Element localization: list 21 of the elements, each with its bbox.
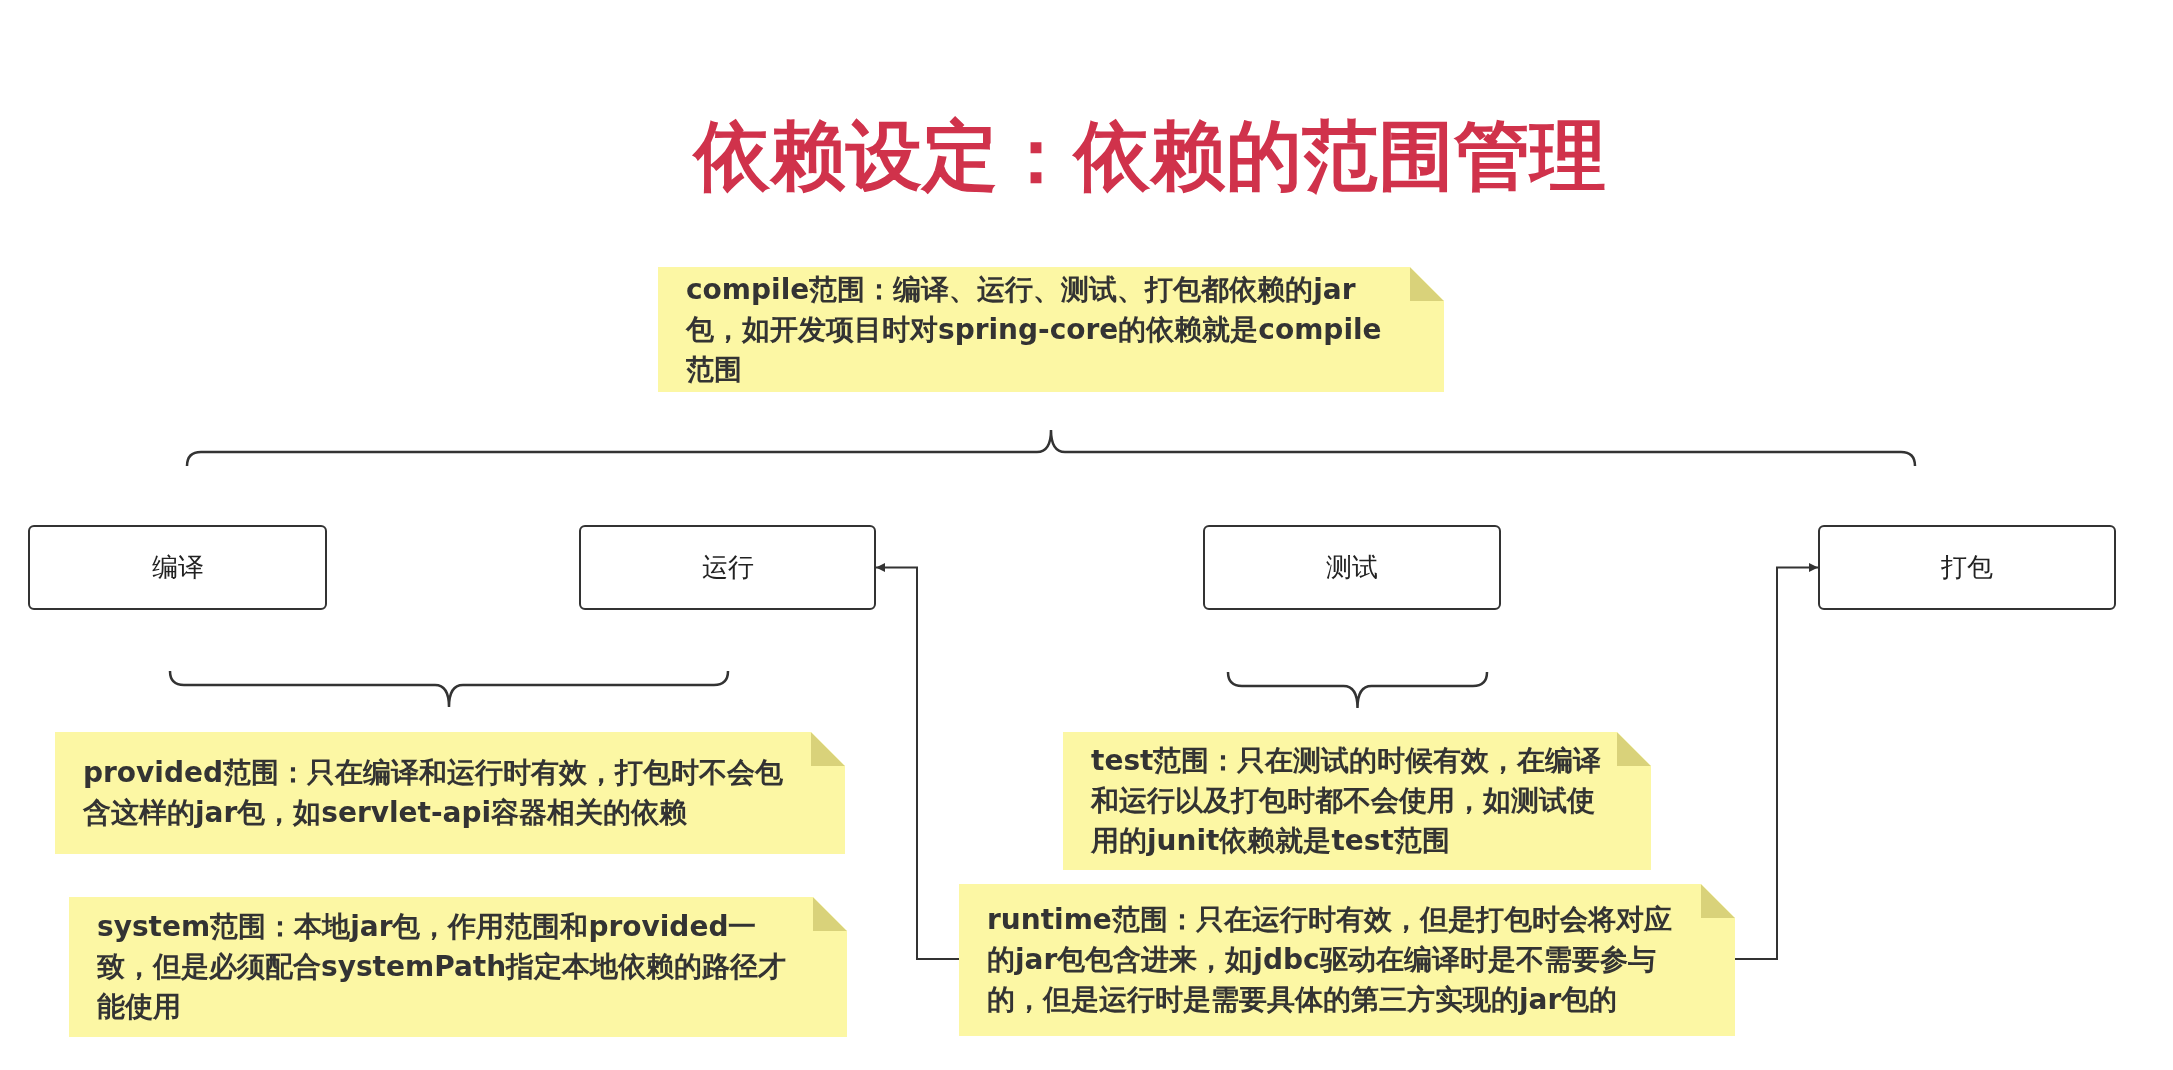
note-text: test范围：只在测试的时候有效，在编译和运行以及打包时都不会使用，如测试使用的junit依赖就是test范围 [1091, 743, 1603, 859]
stage-box [1203, 525, 1501, 610]
sticky-note [55, 732, 845, 854]
sticky-note [69, 897, 847, 1037]
note-text: provided范围：只在编译和运行时有效，打包时不会包含这样的jar包，如servlet-api容器相关的依赖 [83, 755, 784, 831]
stage-label: 运行 [701, 551, 754, 584]
stage-label: 打包 [1941, 551, 1993, 584]
note-text: runtime范围：只在运行时有效，但是打包时会将对应的jar包包含进来，如jdbc驱动在编译时是不需要参与的，但是运行时是需要具体的第三方实现的jar包的 [987, 902, 1673, 1018]
note-text: system范围：本地jar包，作用范围和provided一致，但是必须配合systemPath指定本地依赖的路径才能使用 [97, 909, 788, 1025]
note-text: compile范围：编译、运行、测试、打包都依赖的jar包，如开发项目时对spring-core的依赖就是compile范围 [686, 271, 1383, 388]
stage-label: 测试 [1326, 551, 1378, 584]
sticky-note [1063, 732, 1651, 870]
stage-label: 编译 [151, 551, 204, 584]
arrow [875, 563, 960, 960]
title: 依赖设定：依赖的范围管理 [691, 118, 1607, 194]
stage-box [1818, 525, 2116, 610]
stage-box [28, 525, 327, 610]
sticky-note [959, 884, 1735, 1036]
arrow [1734, 563, 1819, 960]
sticky-note [658, 267, 1444, 392]
stage-box [579, 525, 876, 610]
